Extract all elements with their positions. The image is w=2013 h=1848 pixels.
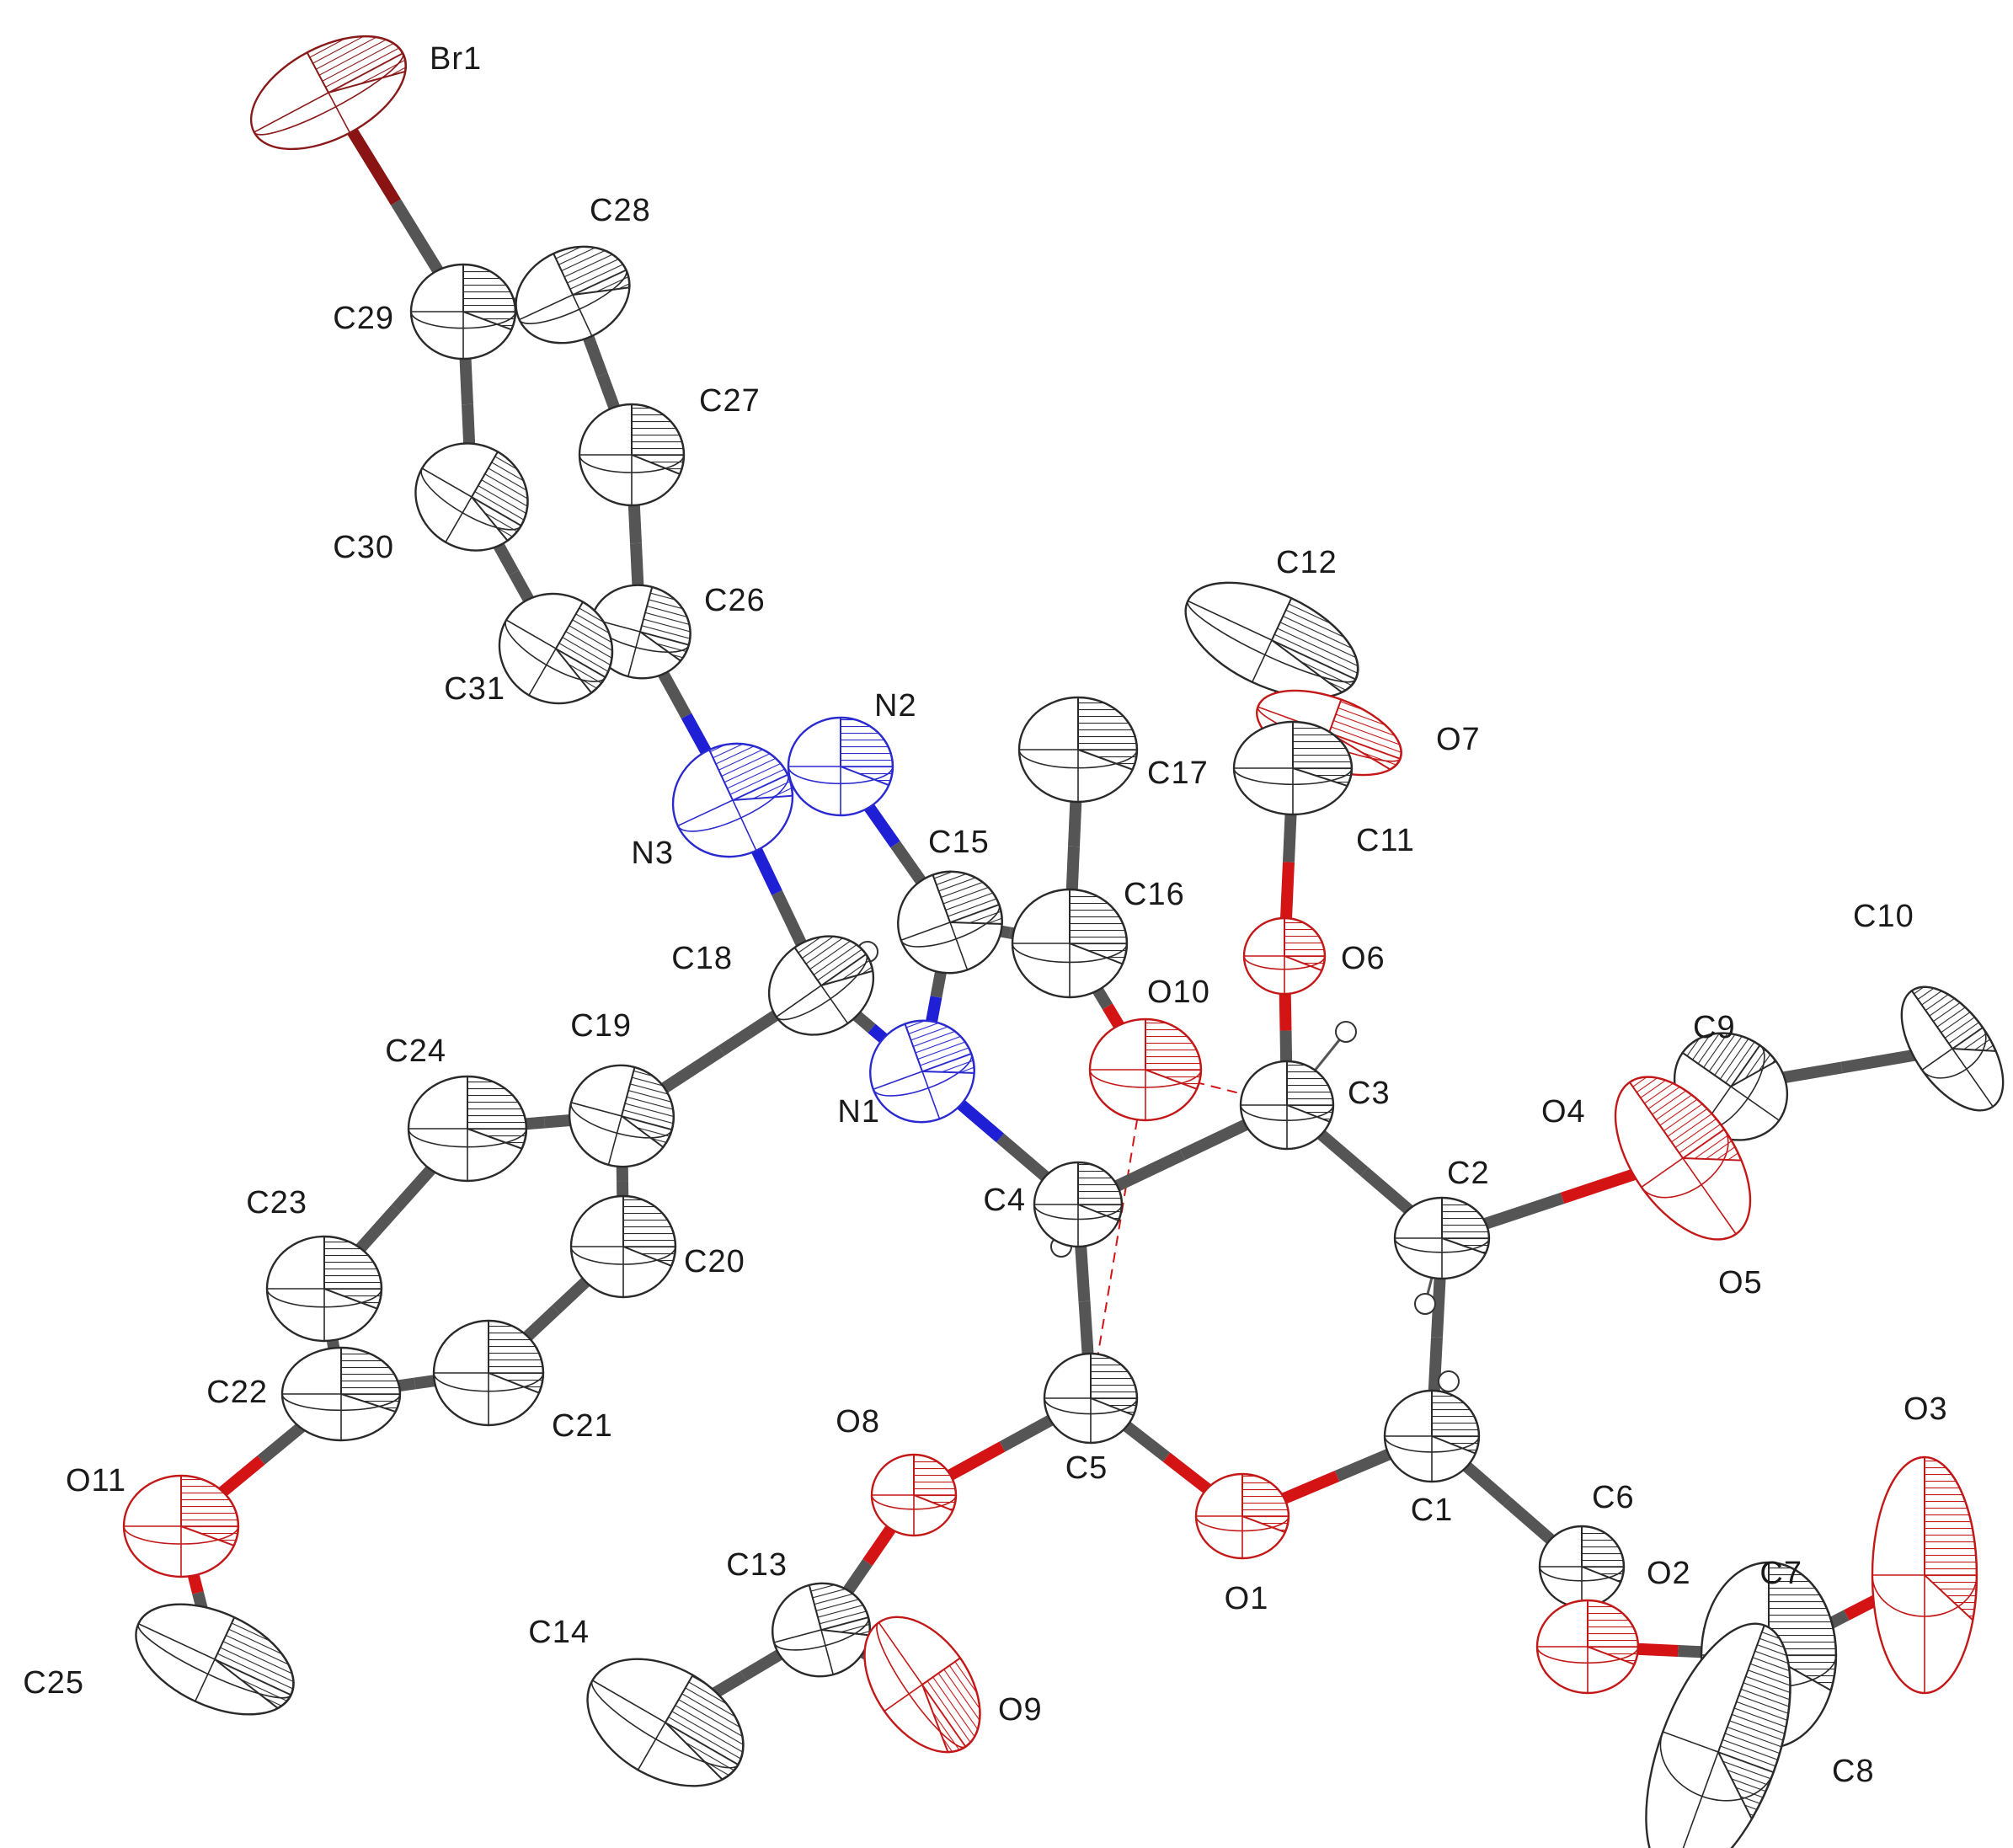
hydrogen-atom-layer xyxy=(820,941,1460,1437)
atom-C8 xyxy=(1645,1622,1791,1848)
atom-label-C1: C1 xyxy=(1411,1493,1454,1528)
atom-C5 xyxy=(1043,1352,1139,1445)
atom-label-C14: C14 xyxy=(528,1615,590,1650)
atom-label-C12: C12 xyxy=(1276,545,1338,580)
atom-label-O8: O8 xyxy=(836,1404,880,1439)
atom-O4 xyxy=(1614,1076,1752,1241)
atom-label-C22: C22 xyxy=(206,1375,268,1410)
atom-label-C15: C15 xyxy=(928,825,990,860)
atom-label-C10: C10 xyxy=(1853,899,1914,934)
atom-label-C8: C8 xyxy=(1832,1754,1875,1789)
atom-label-O3: O3 xyxy=(1904,1391,1948,1427)
atom-C27 xyxy=(578,403,686,507)
atom-C15 xyxy=(897,870,1003,975)
atom-label-O9: O9 xyxy=(998,1692,1043,1728)
atom-C21 xyxy=(432,1319,545,1427)
atom-C22 xyxy=(280,1346,402,1442)
atom-label-O10: O10 xyxy=(1147,975,1210,1010)
atom-C2 xyxy=(1393,1196,1491,1280)
atom-C11 xyxy=(1232,720,1354,816)
atom-C19 xyxy=(568,1064,675,1168)
atom-label-C19: C19 xyxy=(570,1008,632,1044)
atom-label-C7: C7 xyxy=(1759,1556,1802,1591)
atom-label-C30: C30 xyxy=(333,530,394,565)
atom-label-O1: O1 xyxy=(1225,1581,1269,1616)
atom-C18 xyxy=(767,935,875,1036)
atom-label-C4: C4 xyxy=(983,1183,1026,1218)
atom-label-O5: O5 xyxy=(1718,1265,1763,1301)
atom-O3 xyxy=(1871,1455,1978,1695)
atom-label-C2: C2 xyxy=(1447,1156,1490,1191)
atom-label-C6: C6 xyxy=(1592,1480,1635,1515)
hydrogen-atom-H3 xyxy=(1335,1021,1357,1043)
atom-label-C13: C13 xyxy=(726,1547,788,1583)
atom-label-C9: C9 xyxy=(1693,1010,1736,1045)
atom-label-C24: C24 xyxy=(385,1033,446,1069)
atom-label-C17: C17 xyxy=(1147,756,1209,791)
atom-label-C5: C5 xyxy=(1065,1450,1108,1486)
atom-label-Br1: Br1 xyxy=(430,41,482,77)
atom-O8 xyxy=(870,1453,958,1537)
atom-C20 xyxy=(569,1194,677,1299)
atom-label-C3: C3 xyxy=(1348,1076,1391,1111)
atom-O6 xyxy=(1242,916,1327,996)
atom-Br1 xyxy=(249,35,408,151)
atom-label-N3: N3 xyxy=(631,836,674,871)
atom-O10 xyxy=(1088,1017,1203,1122)
atom-O11 xyxy=(122,1474,240,1578)
atom-C14 xyxy=(586,1658,745,1787)
atom-label-C20: C20 xyxy=(684,1244,745,1279)
atom-O9 xyxy=(863,1616,981,1754)
atom-label-O7: O7 xyxy=(1436,722,1481,757)
hydrogen-bond-O10-C5 xyxy=(1090,1069,1146,1399)
atom-label-C11: C11 xyxy=(1356,823,1415,858)
atom-label-N1: N1 xyxy=(837,1094,880,1130)
atom-label-C25: C25 xyxy=(23,1665,84,1701)
hydrogen-atom-H2 xyxy=(1414,1293,1436,1315)
atom-label-C23: C23 xyxy=(246,1185,307,1220)
atom-C23 xyxy=(265,1235,383,1343)
atom-C29 xyxy=(409,263,517,361)
atom-C6 xyxy=(1538,1525,1626,1609)
atom-label-O11: O11 xyxy=(66,1463,126,1498)
atom-C3 xyxy=(1239,1060,1335,1151)
hydrogen-atom-H1 xyxy=(1438,1370,1460,1392)
atom-label-C21: C21 xyxy=(552,1408,613,1444)
atom-label-C26: C26 xyxy=(704,583,766,618)
atom-C1 xyxy=(1383,1389,1481,1483)
atom-C17 xyxy=(1017,696,1139,804)
atom-N3 xyxy=(671,742,794,858)
atom-C28 xyxy=(515,245,631,344)
atom-C30 xyxy=(414,442,529,552)
atom-C24 xyxy=(407,1075,528,1183)
atom-label-C18: C18 xyxy=(671,941,733,976)
atom-layer xyxy=(122,35,2005,1848)
atom-C31 xyxy=(498,592,614,705)
atom-C12 xyxy=(1184,581,1359,699)
atom-O2 xyxy=(1535,1599,1640,1695)
atom-O1 xyxy=(1194,1472,1290,1560)
atom-label-C28: C28 xyxy=(590,193,651,228)
atom-C25 xyxy=(135,1603,295,1716)
atom-N2 xyxy=(787,716,894,817)
atom-label-C16: C16 xyxy=(1124,877,1185,912)
atom-C13 xyxy=(771,1582,872,1678)
atom-label-O6: O6 xyxy=(1341,941,1386,976)
atom-label-O4: O4 xyxy=(1541,1094,1586,1130)
atom-C10 xyxy=(1900,985,2005,1112)
atom-C16 xyxy=(1011,888,1129,999)
atom-C4 xyxy=(1033,1161,1124,1248)
atom-label-C31: C31 xyxy=(444,671,505,707)
atom-N1 xyxy=(869,1019,975,1124)
atom-label-O2: O2 xyxy=(1647,1556,1691,1591)
atom-C26 xyxy=(589,584,691,680)
atom-label-C29: C29 xyxy=(333,301,394,336)
atom-label-C27: C27 xyxy=(699,383,761,419)
atom-label-N2: N2 xyxy=(874,688,917,724)
